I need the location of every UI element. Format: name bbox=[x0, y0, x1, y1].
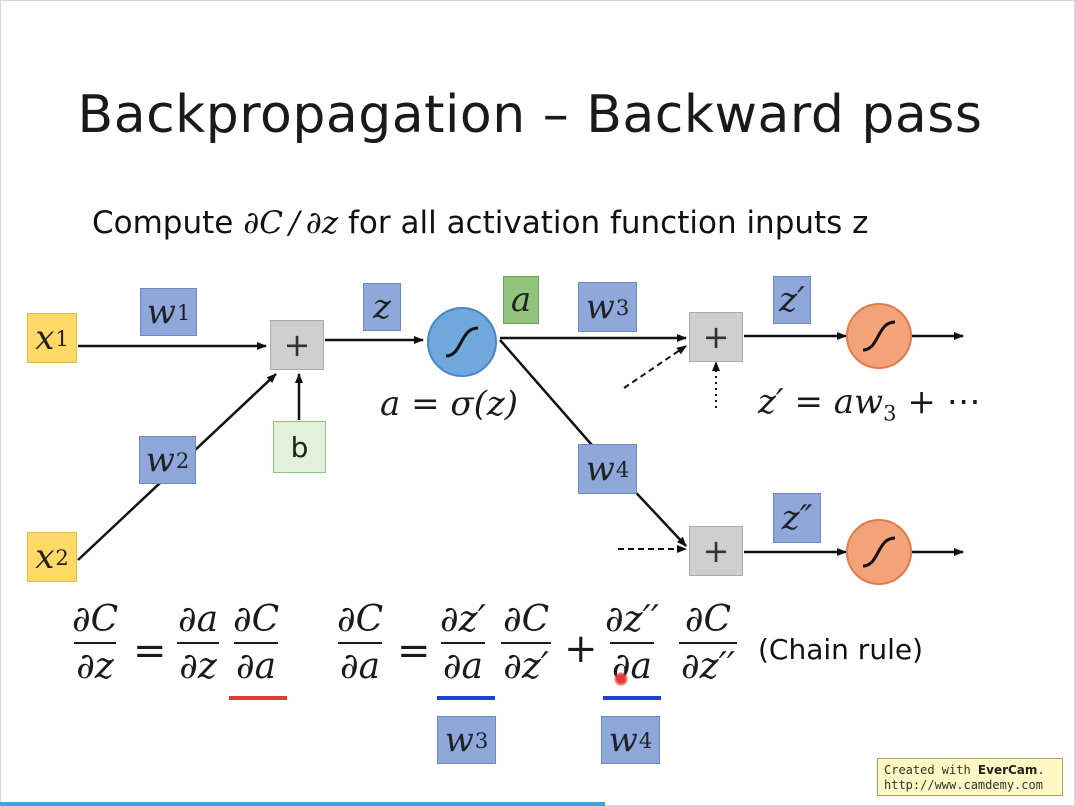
red-underline bbox=[229, 696, 287, 700]
fraction-da-dz: ∂a∂z bbox=[177, 599, 219, 687]
sigma-equation: a = σ(z) bbox=[380, 384, 519, 424]
fraction-dz-double-prime-da: ∂z′′∂a bbox=[605, 599, 659, 687]
blue-underline-2 bbox=[603, 696, 661, 700]
blue-underline-1 bbox=[437, 696, 495, 700]
sigmoid-node-2 bbox=[846, 303, 912, 369]
progress-bar[interactable] bbox=[0, 802, 605, 806]
fraction-dC-dz-double-prime: ∂C∂z′′ bbox=[679, 599, 737, 687]
fraction-dC-dz: ∂C∂z bbox=[72, 599, 119, 687]
watermark-link[interactable]: http://www.camdemy.com bbox=[884, 778, 1043, 792]
sigmoid-node-1 bbox=[427, 307, 497, 377]
chain-rule-label: (Chain rule) bbox=[758, 633, 923, 666]
plus-sign: + bbox=[564, 626, 598, 672]
slide-title: Backpropagation – Backward pass bbox=[77, 85, 983, 145]
subtitle-math: ∂C / ∂z bbox=[243, 205, 339, 241]
sum-node-2: + bbox=[689, 312, 743, 362]
sigmoid-node-3 bbox=[846, 519, 912, 585]
fraction-dC-dz-prime: ∂C∂z′ bbox=[501, 599, 551, 687]
sigmoid-curve-icon bbox=[445, 326, 479, 358]
label-z-prime: z′ bbox=[773, 276, 811, 324]
fraction-dz-prime-da: ∂z′∂a bbox=[440, 599, 486, 687]
watermark-line-1: Created with EverCam. bbox=[884, 763, 1045, 777]
equals-sign-1: = bbox=[133, 628, 167, 674]
label-z-double-prime: z″ bbox=[773, 493, 821, 543]
label-z: z bbox=[363, 283, 401, 331]
equals-sign-2: = bbox=[397, 628, 431, 674]
pointer-dot bbox=[614, 672, 628, 686]
sum-node-1: + bbox=[270, 320, 324, 370]
fraction-dC-da-left: ∂C∂a bbox=[233, 599, 280, 687]
sum-node-3: + bbox=[689, 526, 743, 576]
subtitle-suffix: for all activation function inputs z bbox=[338, 205, 869, 241]
fraction-dC-da-right: ∂C∂a bbox=[337, 599, 384, 687]
slide-subtitle: Compute ∂C / ∂z for all activation funct… bbox=[92, 205, 868, 241]
label-a: a bbox=[503, 276, 539, 324]
subtitle-prefix: Compute bbox=[92, 205, 244, 241]
evercam-watermark[interactable]: Created with EverCam. http://www.camdemy… bbox=[877, 758, 1063, 796]
sigmoid-curve-icon bbox=[862, 536, 896, 568]
edge-dashed-plus2 bbox=[623, 345, 687, 389]
bias-b: b bbox=[273, 421, 326, 473]
sigmoid-curve-icon bbox=[862, 320, 896, 352]
edge-a-plus3 bbox=[499, 339, 687, 547]
z-prime-equation: z′ = aw3 + ⋯ bbox=[758, 382, 981, 426]
